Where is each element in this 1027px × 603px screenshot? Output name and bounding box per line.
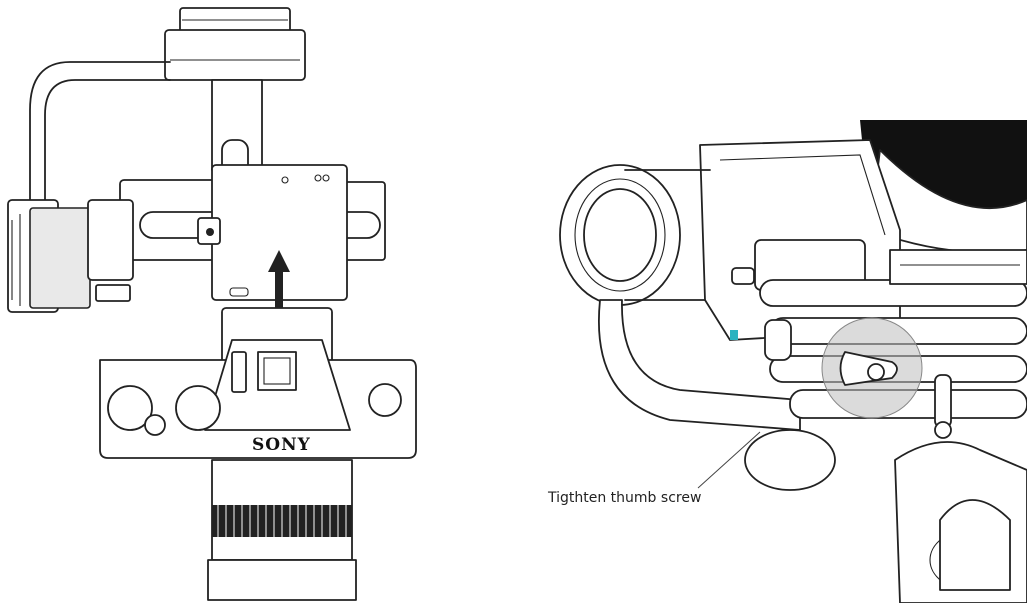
- roll-arm-outer: [29, 61, 171, 211]
- roll-motor-cap: [29, 207, 91, 309]
- mode-dial: [107, 385, 153, 431]
- direction-arrow-icon: [268, 250, 290, 272]
- shutter-dial: [175, 385, 221, 431]
- lens-front: [207, 559, 357, 601]
- side-knob: [764, 319, 792, 361]
- pan-motor-ring: [744, 429, 836, 491]
- callout-tighten-thumb-screw: Tigthten thumb screw: [548, 490, 702, 506]
- roll-arm-inner: [44, 79, 171, 211]
- tilt-motor: [87, 199, 134, 281]
- exposure-dial: [368, 383, 402, 417]
- closeup-drawing: [559, 120, 1027, 603]
- gimbal-front-view: SONY: [0, 0, 500, 603]
- top-motor-base: [164, 29, 306, 81]
- camera-brand-label: SONY: [252, 435, 311, 455]
- shutter-button: [144, 414, 166, 436]
- plate-top: [889, 249, 1027, 285]
- roll-motor-face: [583, 188, 657, 282]
- lock-knob: [934, 374, 952, 428]
- gimbal-front-drawing: SONY: [7, 7, 417, 601]
- direction-arrow-shaft: [275, 270, 283, 310]
- callout-leader-line: [697, 431, 761, 489]
- indicator-led: [730, 330, 738, 340]
- thumb-screw-closeup: [540, 0, 1027, 603]
- thumb-screw-head: [867, 363, 885, 381]
